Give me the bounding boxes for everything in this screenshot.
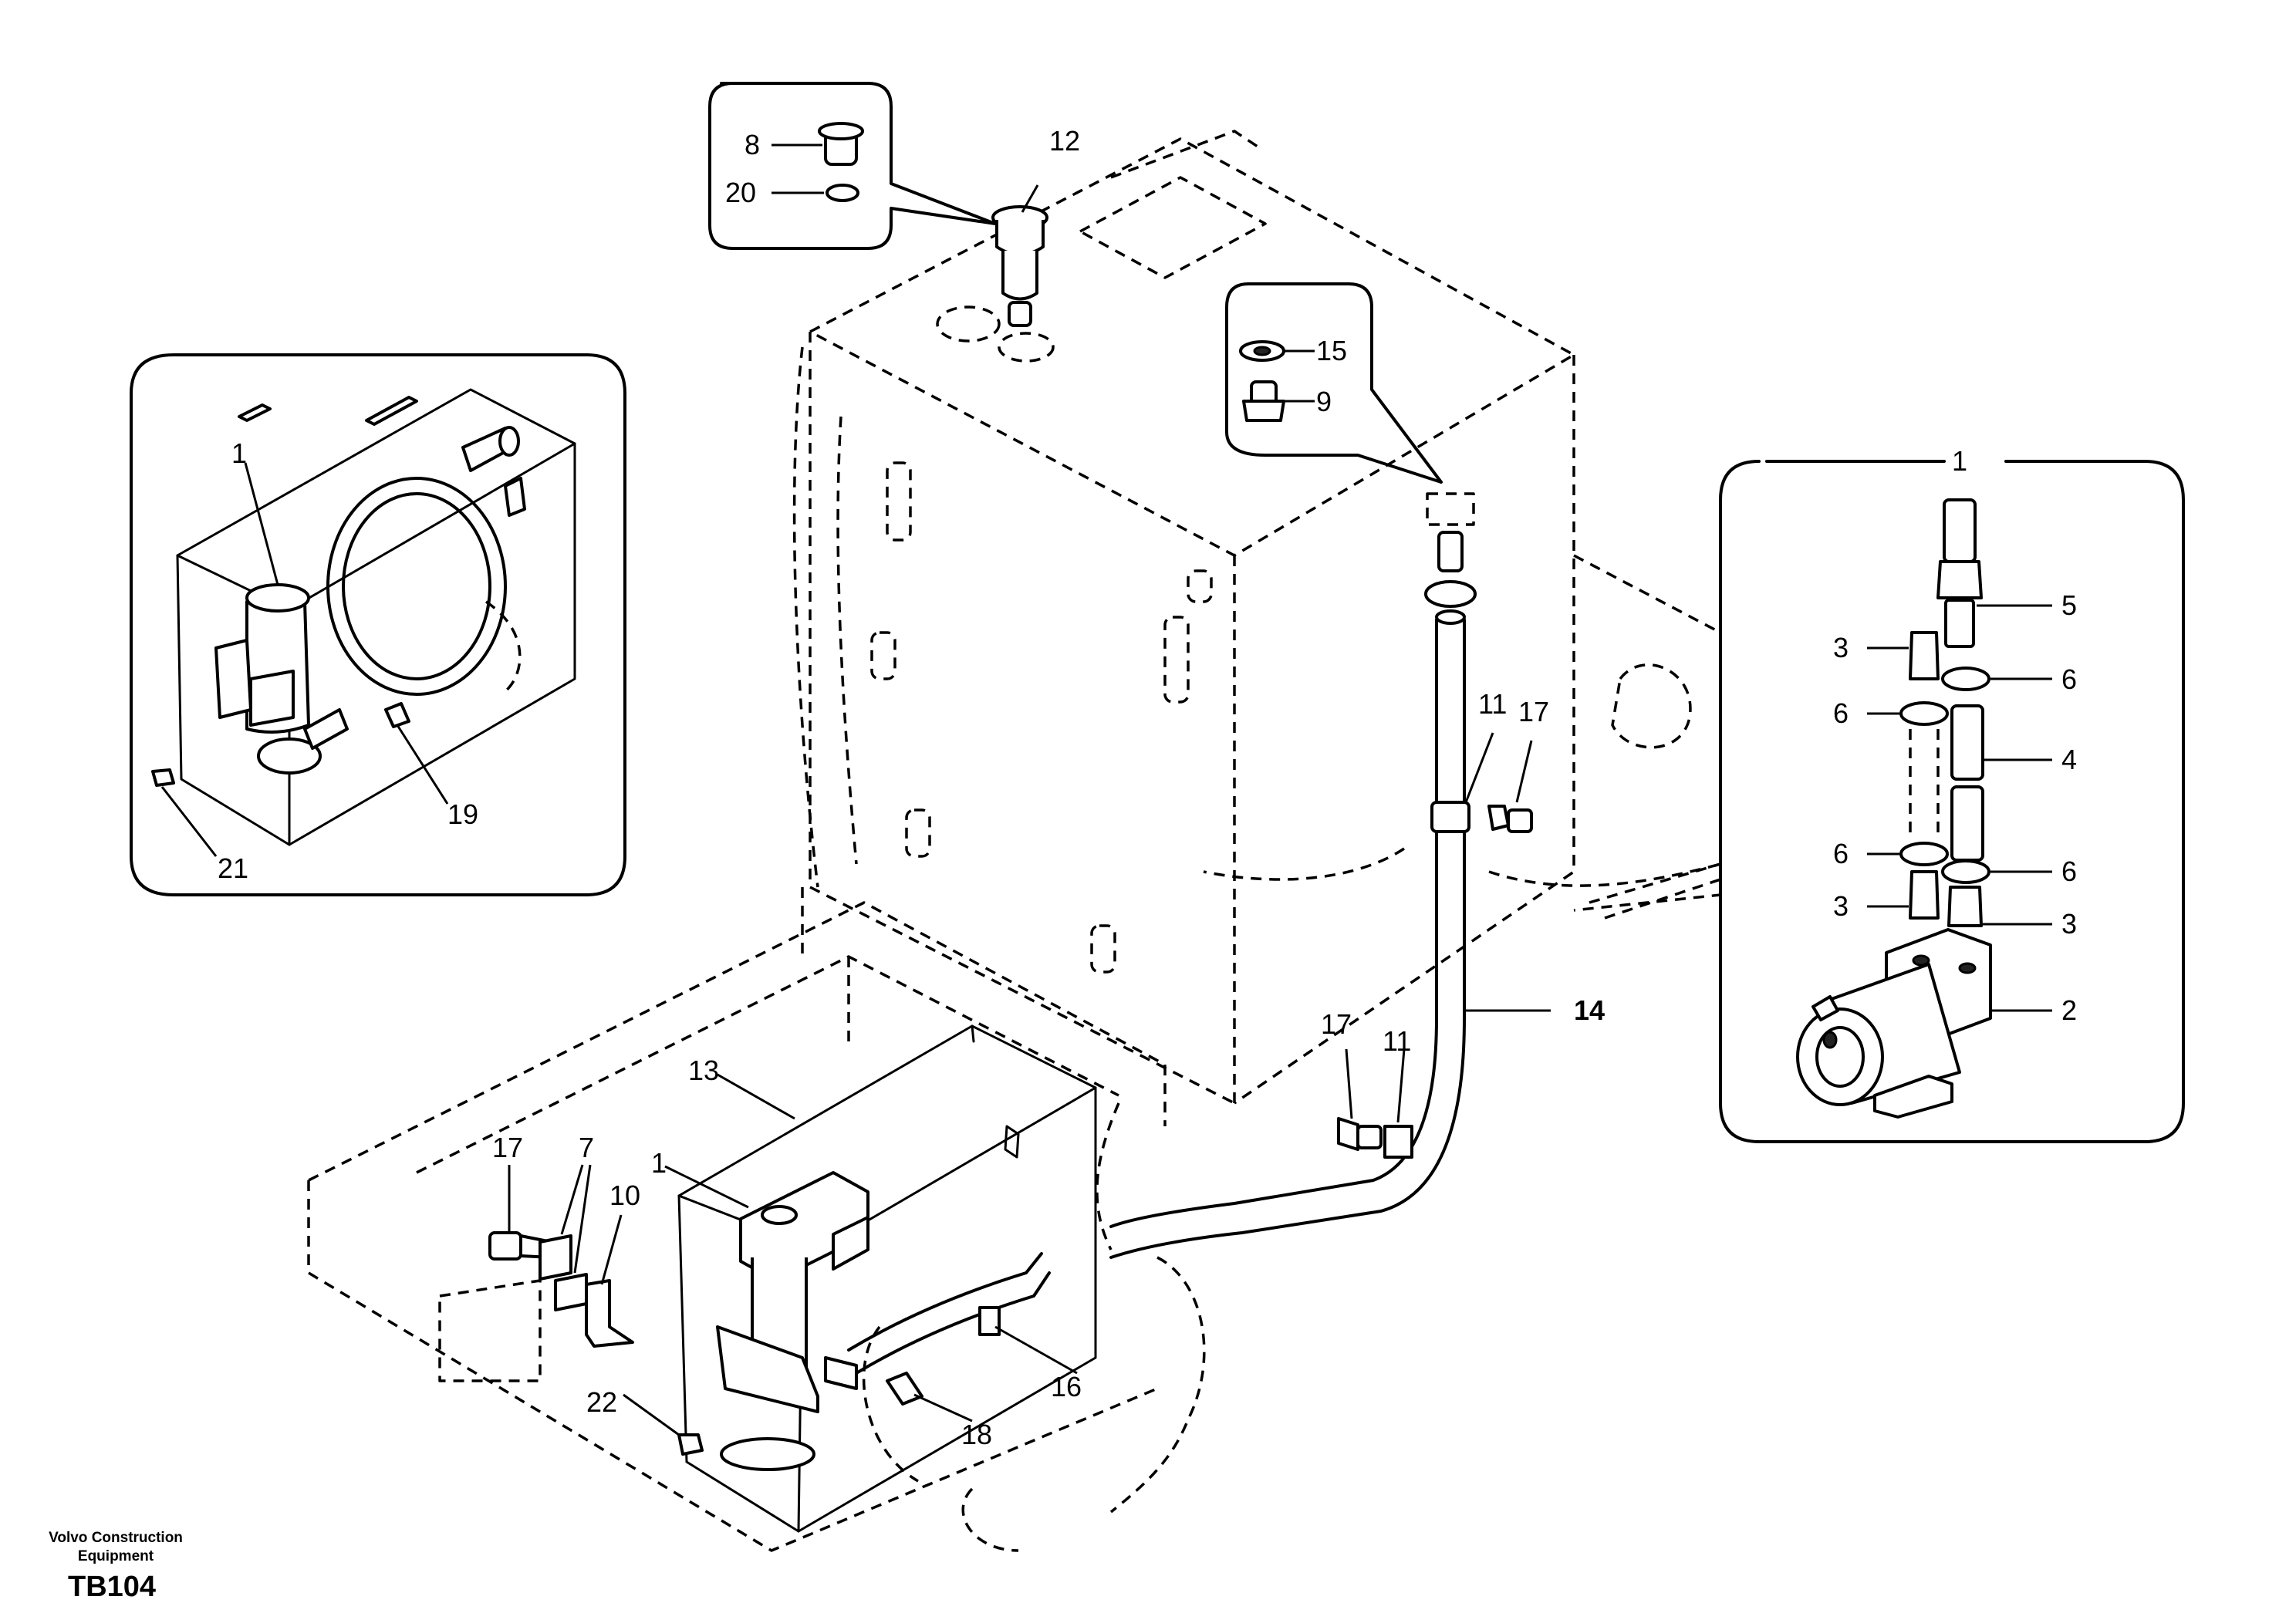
callout-11-mid: 11: [1383, 1025, 1411, 1057]
detail-box-filler-cap: [708, 82, 997, 250]
callout-11-top: 11: [1478, 688, 1507, 720]
callout-4: 4: [2061, 744, 2077, 775]
main-tank-fasteners: [488, 1164, 1078, 1456]
brand-line-1: Volvo Construction: [49, 1530, 183, 1546]
hose-assembly: [1109, 492, 1551, 1259]
hose-clamp-mid: [1337, 1048, 1413, 1159]
callout-15: 15: [1316, 335, 1347, 366]
callout-14: 14: [1574, 994, 1605, 1026]
brand-line-2: Equipment: [77, 1548, 154, 1564]
callout-7: 7: [579, 1132, 594, 1163]
callout-6-a: 6: [2061, 663, 2077, 695]
callout-1-right: 1: [1952, 445, 1967, 477]
callout-6-d: 6: [2061, 856, 2077, 887]
breather-filter-part: [936, 184, 1055, 363]
callout-17-mid: 17: [1321, 1008, 1352, 1040]
callout-20: 20: [725, 177, 756, 208]
callout-19: 19: [447, 798, 478, 830]
callout-9: 9: [1316, 386, 1332, 417]
detail-box-right-pump: [1719, 460, 2185, 1143]
callout-12: 12: [1049, 125, 1080, 157]
callout-18: 18: [961, 1419, 992, 1450]
callout-8: 8: [745, 129, 760, 160]
brand-text: Volvo Construction Equipment: [31, 1529, 201, 1566]
callout-17-top: 17: [1518, 696, 1549, 727]
callout-3-b: 3: [1833, 890, 1849, 922]
callout-2: 2: [2061, 994, 2077, 1026]
callout-10: 10: [609, 1180, 640, 1211]
callout-3-a: 3: [1833, 632, 1849, 663]
callout-13: 13: [688, 1055, 719, 1086]
detail-box-plug: [1225, 282, 1443, 484]
figure-code: TB104: [68, 1571, 157, 1603]
callout-16: 16: [1051, 1371, 1082, 1402]
callout-3-c: 3: [2061, 908, 2077, 940]
callout-6-c: 6: [1833, 838, 1849, 869]
callout-1-left: 1: [231, 437, 247, 469]
callout-6-b: 6: [1833, 697, 1849, 729]
detail-box-left-tank: [130, 353, 626, 896]
machine-body-outline: [307, 130, 1722, 1552]
callout-labels: 8 20 12 15 9 1 19 21 1 5 3 6 6 4 6 6 3 3…: [218, 125, 2077, 1450]
callout-1-main: 1: [651, 1147, 667, 1179]
callout-17-left: 17: [492, 1132, 523, 1163]
callout-21: 21: [218, 852, 248, 884]
washer-pump-main: [664, 1165, 1051, 1471]
callout-5: 5: [2061, 589, 2077, 621]
callout-22: 22: [586, 1386, 617, 1418]
